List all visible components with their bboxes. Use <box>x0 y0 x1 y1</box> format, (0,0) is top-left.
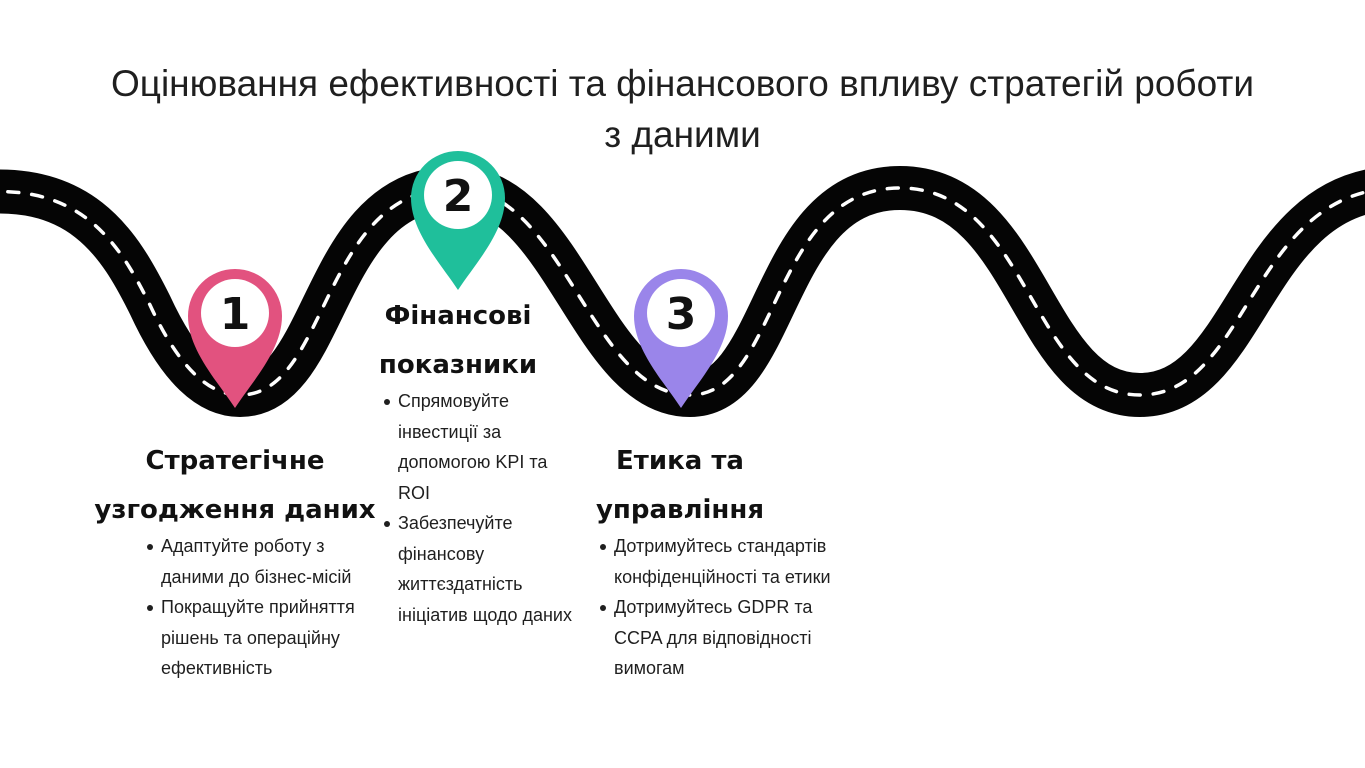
step-3-map-pin-icon: 3 <box>634 269 728 408</box>
step-2-bullet: Спрямовуйте інвестиції за допомогою KPI … <box>384 386 573 508</box>
step-2-number: 2 <box>443 171 474 222</box>
step-2-bullet-list: Спрямовуйте інвестиції за допомогою KPI … <box>380 386 573 630</box>
step-2-bullet: Забезпечуйте фінансову життєздатність ін… <box>384 508 573 630</box>
step-1-pin-inner <box>201 279 269 347</box>
step-2-pin-inner <box>424 161 492 229</box>
step-2-heading: Фінансові показники <box>378 301 538 380</box>
step-1-bullet: Адаптуйте роботу з даними до бізнес-місі… <box>147 531 376 592</box>
step-3-pin-inner <box>647 279 715 347</box>
step-3-bullet-list: Дотримуйтесь стандартів конфіденційності… <box>596 531 834 684</box>
step-1-number: 1 <box>220 289 251 340</box>
step-3-heading: Етика та управління <box>595 446 765 525</box>
step-1-heading: Стратегічне узгодження даних <box>94 446 376 525</box>
page-title: Оцінювання ефективності та фінансового в… <box>110 63 1254 155</box>
road-center-dashes <box>0 186 1365 397</box>
step-1-map-pin-icon: 1 <box>188 269 282 408</box>
step-3-number: 3 <box>666 289 697 340</box>
step-1-bullet-list: Адаптуйте роботу з даними до бізнес-місі… <box>143 531 376 684</box>
step-1-bullet: Покращуйте прийняття рішень та операційн… <box>147 592 376 684</box>
step-3-bullet: Дотримуйтесь GDPR та CCPA для відповідно… <box>600 592 834 684</box>
step-3-bullet: Дотримуйтесь стандартів конфіденційності… <box>600 531 834 592</box>
step-2-map-pin-icon: 2 <box>411 151 505 290</box>
